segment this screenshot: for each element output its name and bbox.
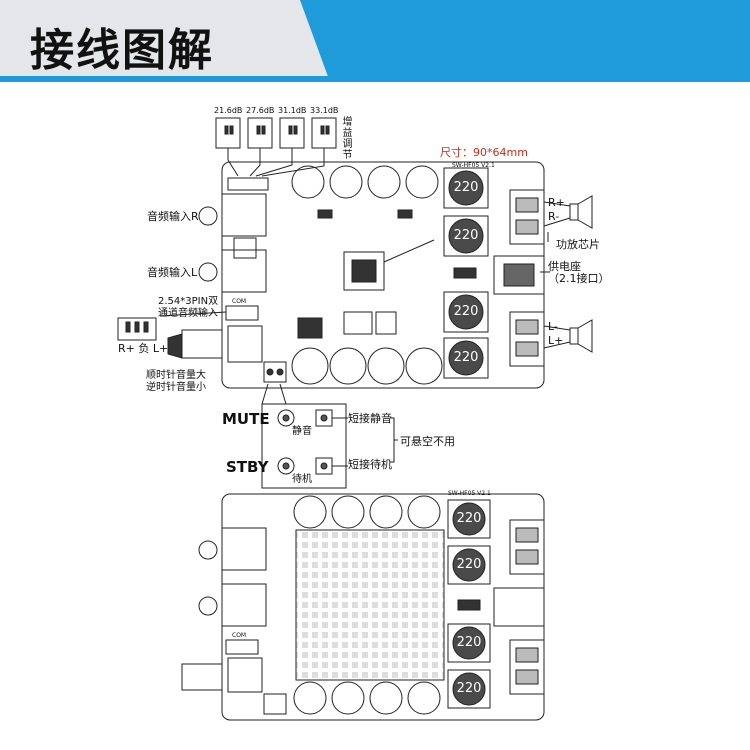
label-amp-chip: 功放芯片 bbox=[556, 238, 600, 251]
speakers bbox=[540, 195, 593, 353]
bottom-capacitors bbox=[291, 347, 443, 385]
inductor-value-1: 220 bbox=[453, 180, 479, 195]
stby-cn-label: 待机 bbox=[292, 474, 312, 485]
page-title: 接线图解 bbox=[30, 25, 214, 76]
amp-chip bbox=[343, 251, 385, 291]
gain-label-3: 31.1dB bbox=[278, 106, 307, 115]
mute-note: 短接静音 bbox=[348, 412, 392, 425]
label-pin-header-2: 通道音频输入 bbox=[158, 308, 218, 319]
label-com: COM bbox=[232, 298, 247, 305]
jumper-inset bbox=[261, 403, 398, 489]
banner-background bbox=[0, 0, 750, 82]
top-board-outline bbox=[221, 161, 545, 389]
board-model: SW-HF05 V2.1 bbox=[452, 162, 495, 169]
label-audio-in-r: 音频输入R bbox=[147, 210, 199, 223]
bottom-inductor-value-3: 220 bbox=[456, 635, 482, 650]
heatsink bbox=[295, 529, 445, 681]
speaker-terminals bbox=[509, 189, 545, 367]
inductor-value-4: 220 bbox=[453, 350, 479, 365]
rca-inputs bbox=[198, 193, 267, 293]
gain-switches bbox=[215, 117, 337, 149]
bottom-inductor-value-1: 220 bbox=[456, 511, 482, 526]
stby-label: STBY bbox=[226, 458, 269, 476]
stby-note: 短接待机 bbox=[348, 458, 392, 471]
bottom-board-capacitors bbox=[293, 495, 441, 715]
mute-label: MUTE bbox=[222, 410, 270, 428]
bottom-inductor-value-2: 220 bbox=[456, 557, 482, 572]
inductor-value-3: 220 bbox=[453, 304, 479, 319]
label-power-jack-2: （2.1接口） bbox=[548, 272, 610, 285]
bottom-board-model: SW-HF05 V2.1 bbox=[448, 490, 491, 497]
label-pin-header-1: 2.54*3PIN双 bbox=[158, 296, 219, 307]
top-capacitors bbox=[291, 165, 439, 199]
inductors bbox=[443, 167, 489, 379]
label-volume-2: 逆时针音量小 bbox=[146, 382, 206, 393]
shared-note: 可悬空不用 bbox=[400, 435, 455, 448]
mute-cn-label: 静音 bbox=[292, 426, 312, 437]
label-pins: R+ 负 L+ bbox=[118, 342, 169, 355]
bottom-label-com: COM bbox=[232, 632, 247, 639]
label-l-minus: L- bbox=[548, 320, 558, 333]
top-board bbox=[117, 117, 593, 405]
label-l-plus: L+ bbox=[548, 334, 564, 347]
power-jack bbox=[493, 255, 545, 295]
label-r-plus: R+ bbox=[548, 196, 565, 209]
gain-label-1: 21.6dB bbox=[214, 106, 243, 115]
bottom-board bbox=[181, 493, 545, 721]
header-banner: 接线图解 bbox=[0, 0, 750, 82]
label-power-jack-1: 供电座 bbox=[548, 260, 581, 273]
label-audio-in-l: 音频输入L bbox=[147, 266, 198, 279]
size-note: 尺寸：90*64mm bbox=[440, 146, 528, 159]
bottom-board-inductors bbox=[447, 499, 491, 709]
inductor-value-2: 220 bbox=[453, 228, 479, 243]
gain-label-2: 27.6dB bbox=[246, 106, 275, 115]
gain-label-4: 33.1dB bbox=[310, 106, 339, 115]
label-r-minus: R- bbox=[548, 210, 560, 223]
label-volume-1: 顺时针音量大 bbox=[146, 370, 206, 381]
gain-note: 增益调节 bbox=[340, 116, 351, 160]
bottom-inductor-value-4: 220 bbox=[456, 681, 482, 696]
